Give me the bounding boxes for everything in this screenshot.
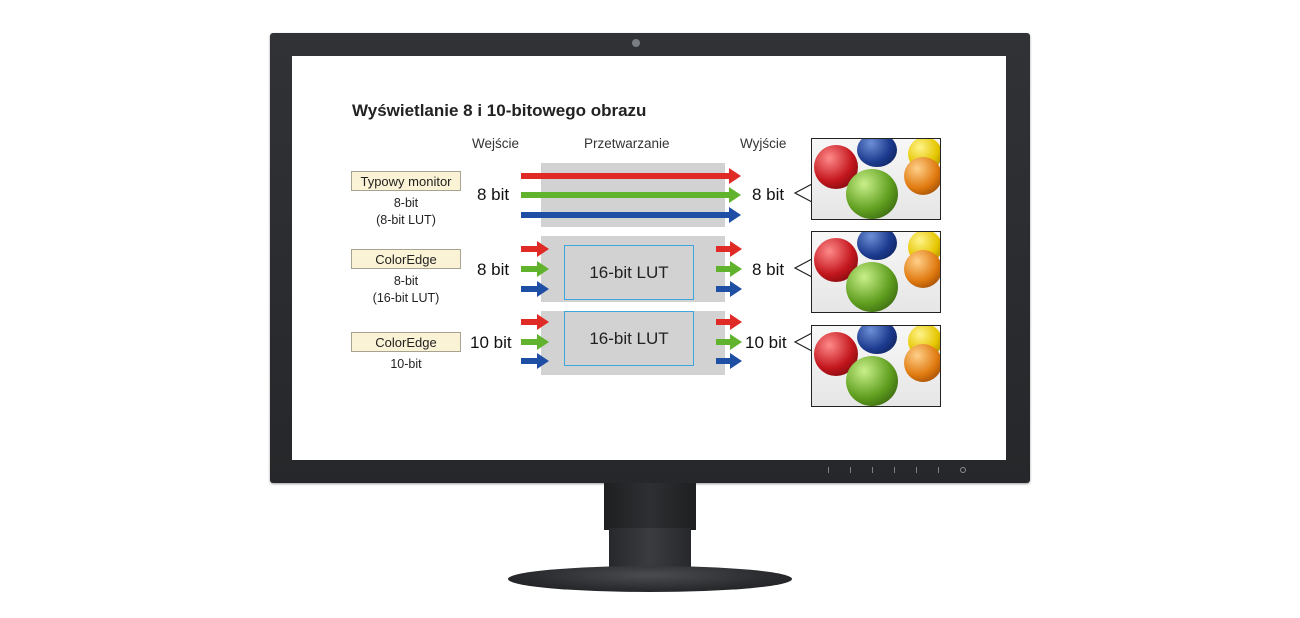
callout-pointer <box>793 258 813 278</box>
green-channel-arrow <box>521 261 549 277</box>
callout-pointer <box>793 183 813 203</box>
blue-sphere <box>857 326 897 354</box>
red-channel-arrow <box>716 241 742 257</box>
control-button <box>916 467 917 473</box>
green-sphere <box>846 262 898 312</box>
column-header-output: Wyjście <box>740 136 787 151</box>
green-channel-arrow <box>716 261 742 277</box>
red-channel-arrow <box>716 314 742 330</box>
blue-channel-arrow <box>521 207 741 223</box>
diagram-title: Wyświetlanie 8 i 10-bitowego obrazu <box>352 101 647 120</box>
monitor-stand-base <box>508 566 792 592</box>
sample-image-8bit-16lut <box>811 231 941 313</box>
control-button <box>894 467 895 473</box>
brand-logo <box>632 37 640 49</box>
control-button <box>828 467 829 473</box>
blue-sphere <box>857 232 897 260</box>
control-button <box>850 467 851 473</box>
red-channel-arrow <box>521 168 741 184</box>
input-bits: 8 bit <box>477 185 510 204</box>
red-channel-arrow <box>521 314 549 330</box>
bit-depth-label: 10-bit <box>390 357 422 371</box>
orange-sphere <box>904 250 940 288</box>
lut-box: 16-bit LUT <box>564 245 694 300</box>
output-bits: 8 bit <box>752 185 785 204</box>
column-header-input: Wejście <box>472 136 520 151</box>
input-bits: 10 bit <box>470 333 512 352</box>
green-sphere <box>846 356 898 406</box>
monitor-type-tag: ColorEdge <box>351 332 461 352</box>
power-button-icon <box>960 467 966 473</box>
blue-channel-arrow <box>521 353 549 369</box>
lut-depth-label: (8-bit LUT) <box>376 213 436 227</box>
monitor-control-buttons <box>828 466 966 474</box>
blue-sphere <box>857 139 897 167</box>
sample-image-10bit <box>811 325 941 407</box>
monitor-stand-neck <box>604 483 696 530</box>
output-bits: 10 bit <box>745 333 787 352</box>
blue-channel-arrow <box>716 353 742 369</box>
processing-band <box>541 236 725 302</box>
green-channel-arrow <box>521 334 549 350</box>
green-channel-arrow <box>521 187 741 203</box>
callout-pointer <box>793 332 813 352</box>
input-bits: 8 bit <box>477 260 510 279</box>
orange-sphere <box>904 157 940 195</box>
output-bits: 8 bit <box>752 260 785 279</box>
orange-sphere <box>904 344 940 382</box>
green-sphere <box>846 169 898 219</box>
monitor-type-tag: Typowy monitor <box>351 171 461 191</box>
control-button <box>872 467 873 473</box>
red-channel-arrow <box>521 241 549 257</box>
lut-depth-label: (16-bit LUT) <box>372 291 440 305</box>
green-channel-arrow <box>716 334 742 350</box>
bit-depth-label: 8-bit <box>393 196 419 210</box>
bit-depth-label: 8-bit <box>393 274 419 288</box>
processing-band <box>541 311 725 375</box>
sample-image-8bit <box>811 138 941 220</box>
control-button <box>938 467 939 473</box>
blue-channel-arrow <box>716 281 742 297</box>
monitor-type-tag: ColorEdge <box>351 249 461 269</box>
lut-box: 16-bit LUT <box>564 311 694 366</box>
column-header-processing: Przetwarzanie <box>584 136 670 151</box>
callout-pointers <box>793 183 813 352</box>
blue-channel-arrow <box>521 281 549 297</box>
